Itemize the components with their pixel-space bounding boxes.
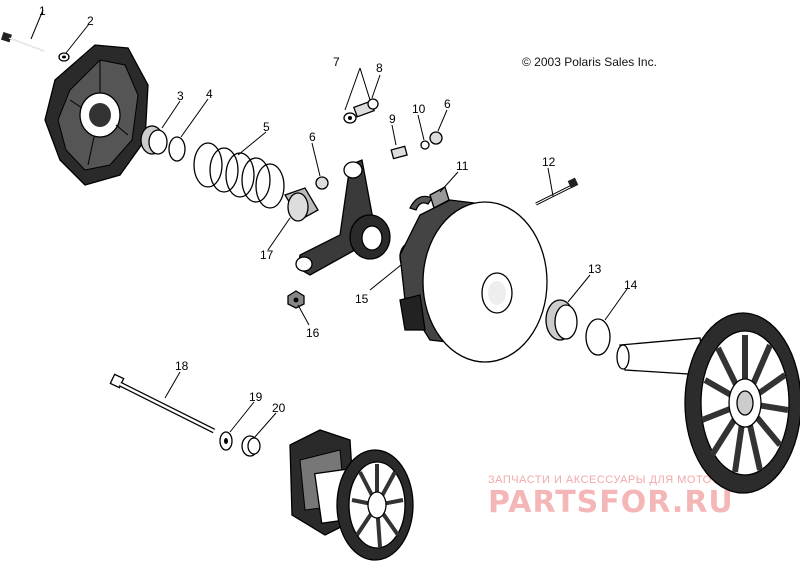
part-14-ring (585, 318, 611, 356)
callout-6-left: 6 (309, 130, 316, 144)
callout-15: 15 (355, 292, 369, 306)
callout-7: 7 (333, 55, 340, 69)
callout-13: 13 (588, 262, 602, 276)
weight-arm (295, 159, 391, 276)
callout-16: 16 (306, 326, 320, 340)
part-12-bolt (535, 177, 579, 206)
callout-2: 2 (87, 14, 94, 28)
callout-18: 18 (175, 359, 189, 373)
part-19-washer (219, 431, 233, 451)
copyright-text: © 2003 Polaris Sales Inc. (522, 55, 657, 69)
moveable-sheave (399, 199, 548, 363)
watermark-line1: ЗАПЧАСТИ И АКСЕССУАРЫ ДЛЯ МОТОТЕХНИКИ (488, 474, 767, 486)
callout-10: 10 (412, 102, 426, 116)
part-9-pin (390, 145, 408, 160)
part-1-bolt (0, 31, 45, 52)
part-3-bushing (140, 125, 168, 155)
part-17-bushing (284, 187, 319, 222)
part-11-clip (409, 186, 450, 211)
callout-8: 8 (376, 61, 383, 75)
callout-3: 3 (177, 89, 184, 103)
leader-lines (30, 9, 628, 439)
part-8-pin (352, 98, 379, 118)
part-4-ring (168, 136, 186, 162)
callout-6-right: 6 (444, 97, 451, 111)
callout-9: 9 (389, 112, 396, 126)
part-7-pin (343, 112, 357, 124)
callout-12: 12 (542, 155, 556, 169)
callout-4: 4 (206, 87, 213, 101)
part-20-bushing (241, 435, 261, 457)
watermark-logo: PARTSFOR.RU (488, 485, 734, 520)
callout-14: 14 (624, 278, 638, 292)
assembled-clutch (289, 429, 414, 561)
callout-labels: 1 2 3 4 5 6 6 7 8 9 10 11 12 13 14 15 16… (39, 4, 638, 415)
part-6-roller-right (429, 131, 443, 145)
part-10-washer (420, 140, 430, 150)
part-16-nut (287, 290, 305, 309)
part-18-bolt (109, 373, 216, 434)
callout-5: 5 (263, 120, 270, 134)
fixed-sheave (616, 312, 800, 494)
callout-17: 17 (260, 248, 274, 262)
callout-1: 1 (39, 4, 46, 18)
part-13-bushing (545, 299, 578, 341)
part-5-spring (193, 142, 285, 209)
callout-11: 11 (456, 159, 469, 173)
part-2-washer (58, 52, 70, 62)
callout-20: 20 (272, 401, 286, 415)
callout-19: 19 (249, 390, 263, 404)
spider-cover (44, 44, 149, 186)
part-6-roller-left (315, 176, 329, 190)
